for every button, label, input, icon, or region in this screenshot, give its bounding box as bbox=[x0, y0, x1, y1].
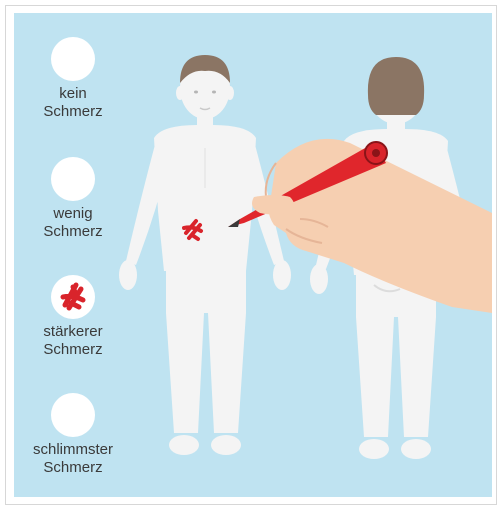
pain-illustration-panel: kein Schmerz wenig Schmerz stärkerer Sch… bbox=[14, 13, 492, 497]
body-figures-illustration bbox=[14, 13, 492, 497]
front-body-figure bbox=[119, 55, 291, 455]
